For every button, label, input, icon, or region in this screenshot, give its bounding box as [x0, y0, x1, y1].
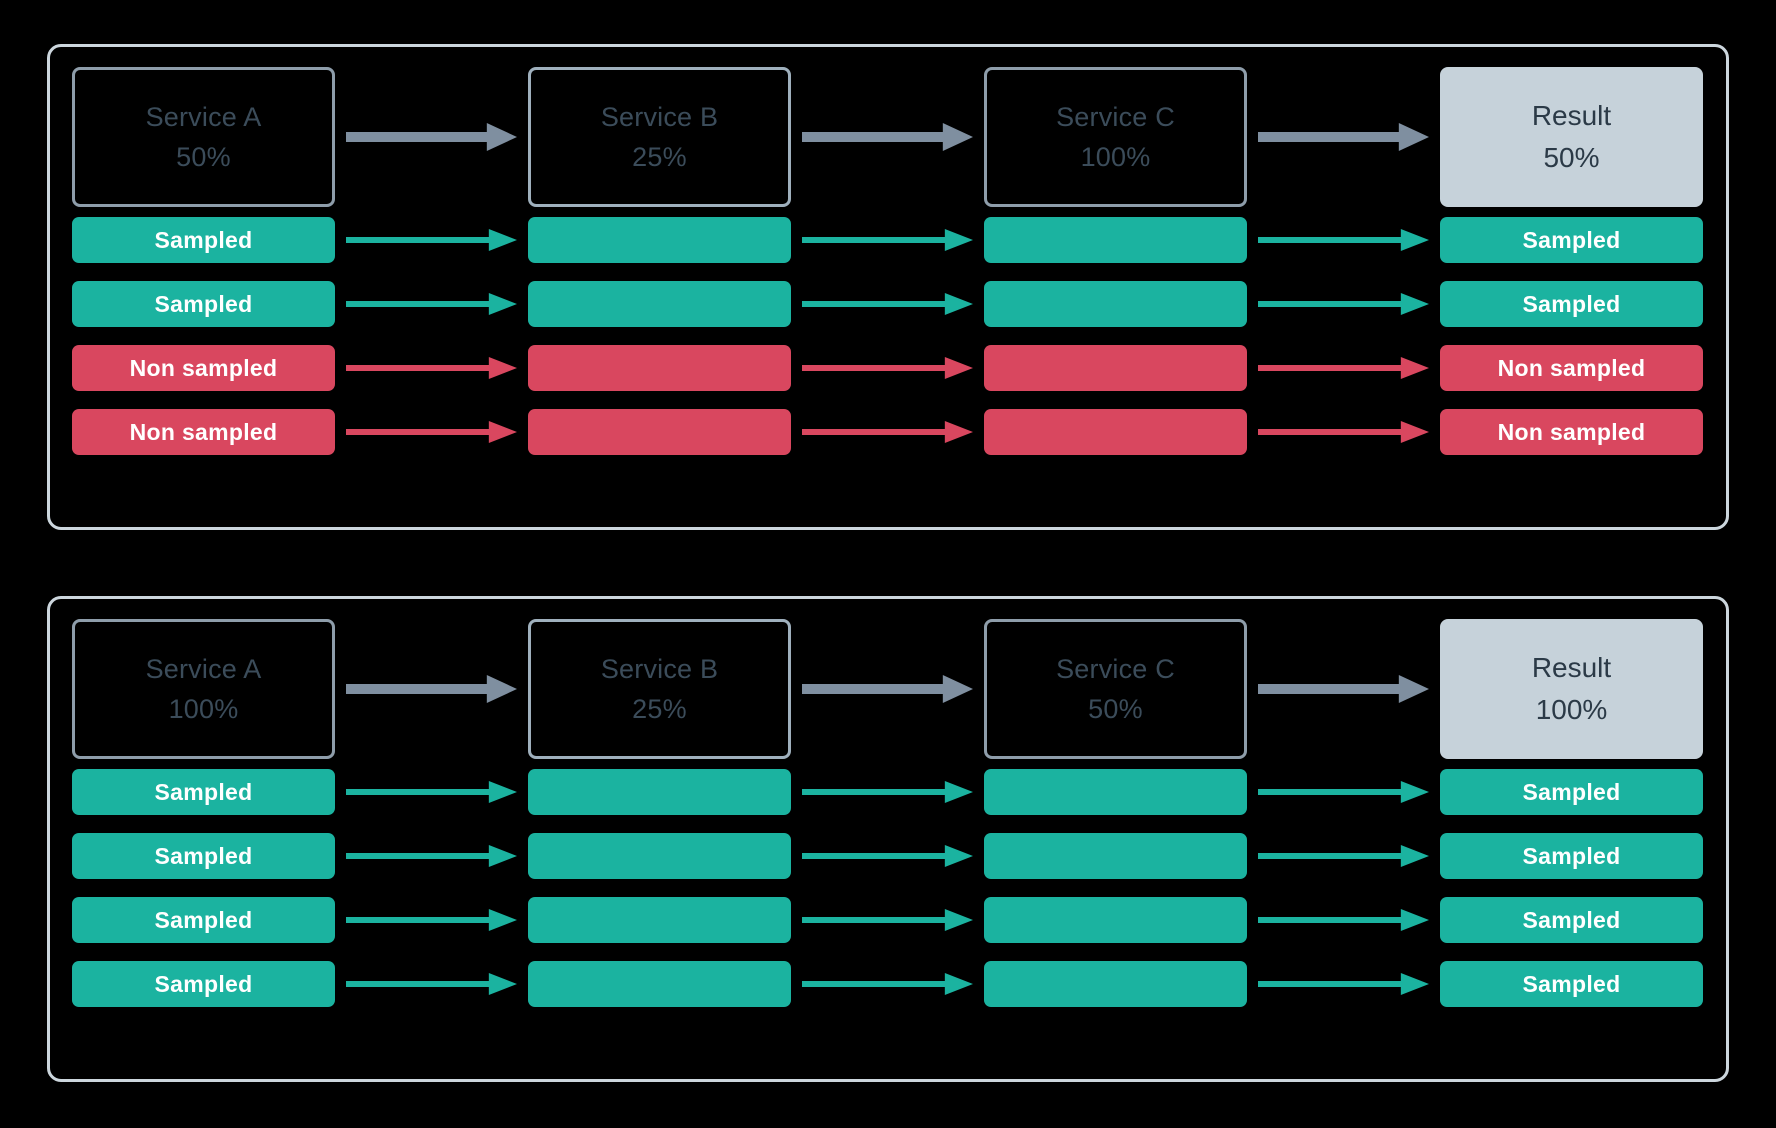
trace-flow-arrow-icon [802, 292, 973, 316]
service-percent: 50% [176, 142, 231, 172]
status-bar-non-sampled[interactable] [984, 345, 1247, 391]
status-bar-sampled[interactable]: Sampled [72, 833, 335, 879]
service-name: Service A [145, 101, 262, 132]
status-bar-sampled[interactable] [528, 897, 791, 943]
trace-flow-arrow-icon [346, 844, 517, 868]
service-name: Result [1531, 100, 1612, 131]
trace-flow-arrow-icon [346, 972, 517, 996]
status-bar-sampled[interactable] [984, 961, 1247, 1007]
service-flow-arrow-icon [1258, 674, 1429, 704]
result-box[interactable]: Result 50% [1440, 67, 1703, 207]
service-flow-arrow-icon [802, 674, 973, 704]
trace-row: Sampled Sampled [50, 281, 1726, 327]
trace-flow-arrow-icon [1258, 972, 1429, 996]
service-name: Service C [1056, 653, 1175, 684]
status-bar-sampled[interactable] [984, 897, 1247, 943]
trace-flow-arrow-icon [1258, 780, 1429, 804]
trace-flow-arrow-icon [346, 780, 517, 804]
service-percent: 100% [1535, 694, 1608, 725]
service-name: Service A [145, 653, 262, 684]
trace-flow-arrow-icon [1258, 844, 1429, 868]
status-bar-sampled[interactable]: Sampled [1440, 281, 1703, 327]
status-bar-sampled[interactable]: Sampled [72, 281, 335, 327]
trace-flow-arrow-icon [802, 972, 973, 996]
status-bar-sampled[interactable] [528, 769, 791, 815]
trace-row: Sampled Sampled [50, 217, 1726, 263]
service-name: Service B [600, 101, 719, 132]
trace-flow-arrow-icon [802, 356, 973, 380]
trace-row: Non sampled Non sampled [50, 409, 1726, 455]
status-bar-sampled[interactable]: Sampled [1440, 833, 1703, 879]
service-percent: 100% [168, 694, 239, 724]
trace-row: Sampled Sampled [50, 897, 1726, 943]
trace-row: Non sampled Non sampled [50, 345, 1726, 391]
trace-row: Sampled Sampled [50, 833, 1726, 879]
service-percent: 25% [632, 694, 687, 724]
status-bar-non-sampled[interactable] [984, 409, 1247, 455]
trace-flow-arrow-icon [1258, 908, 1429, 932]
trace-row: Sampled Sampled [50, 769, 1726, 815]
status-bar-sampled[interactable]: Sampled [72, 217, 335, 263]
service-percent: 50% [1088, 694, 1143, 724]
trace-flow-arrow-icon [802, 228, 973, 252]
service-box-service-a[interactable]: Service A 100% [72, 619, 335, 759]
service-percent: 100% [1080, 142, 1151, 172]
result-box[interactable]: Result 100% [1440, 619, 1703, 759]
status-bar-sampled[interactable]: Sampled [1440, 769, 1703, 815]
trace-flow-arrow-icon [1258, 228, 1429, 252]
trace-flow-arrow-icon [346, 292, 517, 316]
status-bar-non-sampled[interactable] [528, 345, 791, 391]
service-flow-arrow-icon [1258, 122, 1429, 152]
service-name: Service C [1056, 101, 1175, 132]
status-bar-sampled[interactable]: Sampled [72, 961, 335, 1007]
status-bar-sampled[interactable]: Sampled [72, 769, 335, 815]
trace-flow-arrow-icon [1258, 356, 1429, 380]
trace-flow-arrow-icon [802, 908, 973, 932]
service-row: Service A 100% Service B 25% Service C 50% Res… [50, 599, 1726, 759]
service-name: Service B [600, 653, 719, 684]
service-box-service-b[interactable]: Service B 25% [528, 67, 791, 207]
status-bar-non-sampled[interactable]: Non sampled [72, 345, 335, 391]
status-bar-sampled[interactable] [984, 769, 1247, 815]
status-bar-sampled[interactable]: Sampled [1440, 897, 1703, 943]
status-bar-sampled[interactable]: Sampled [1440, 217, 1703, 263]
trace-flow-arrow-icon [346, 420, 517, 444]
service-flow-arrow-icon [802, 122, 973, 152]
trace-flow-arrow-icon [1258, 292, 1429, 316]
status-bar-sampled[interactable] [984, 281, 1247, 327]
trace-flow-arrow-icon [346, 356, 517, 380]
trace-flow-arrow-icon [346, 908, 517, 932]
service-row: Service A 50% Service B 25% Service C 100% Res… [50, 47, 1726, 207]
status-bar-sampled[interactable] [528, 833, 791, 879]
status-bar-sampled[interactable]: Sampled [72, 897, 335, 943]
status-bar-non-sampled[interactable] [528, 409, 791, 455]
status-bar-sampled[interactable] [984, 833, 1247, 879]
trace-flow-arrow-icon [1258, 420, 1429, 444]
service-box-service-b[interactable]: Service B 25% [528, 619, 791, 759]
flow-panel: Service A 50% Service B 25% Service C 100% Res… [47, 44, 1729, 530]
service-percent: 50% [1543, 142, 1600, 173]
service-box-service-c[interactable]: Service C 50% [984, 619, 1247, 759]
status-bar-sampled[interactable] [984, 217, 1247, 263]
service-percent: 25% [632, 142, 687, 172]
status-bar-non-sampled[interactable]: Non sampled [1440, 345, 1703, 391]
status-bar-sampled[interactable]: Sampled [1440, 961, 1703, 1007]
status-bar-non-sampled[interactable]: Non sampled [72, 409, 335, 455]
service-name: Result [1531, 652, 1612, 683]
service-flow-arrow-icon [346, 122, 517, 152]
status-bar-non-sampled[interactable]: Non sampled [1440, 409, 1703, 455]
service-flow-arrow-icon [346, 674, 517, 704]
service-box-service-a[interactable]: Service A 50% [72, 67, 335, 207]
status-bar-sampled[interactable] [528, 281, 791, 327]
trace-row: Sampled Sampled [50, 961, 1726, 1007]
trace-flow-arrow-icon [346, 228, 517, 252]
trace-flow-arrow-icon [802, 420, 973, 444]
service-box-service-c[interactable]: Service C 100% [984, 67, 1247, 207]
status-bar-sampled[interactable] [528, 217, 791, 263]
status-bar-sampled[interactable] [528, 961, 791, 1007]
trace-flow-arrow-icon [802, 780, 973, 804]
trace-flow-arrow-icon [802, 844, 973, 868]
flow-panel: Service A 100% Service B 25% Service C 50% Res… [47, 596, 1729, 1082]
